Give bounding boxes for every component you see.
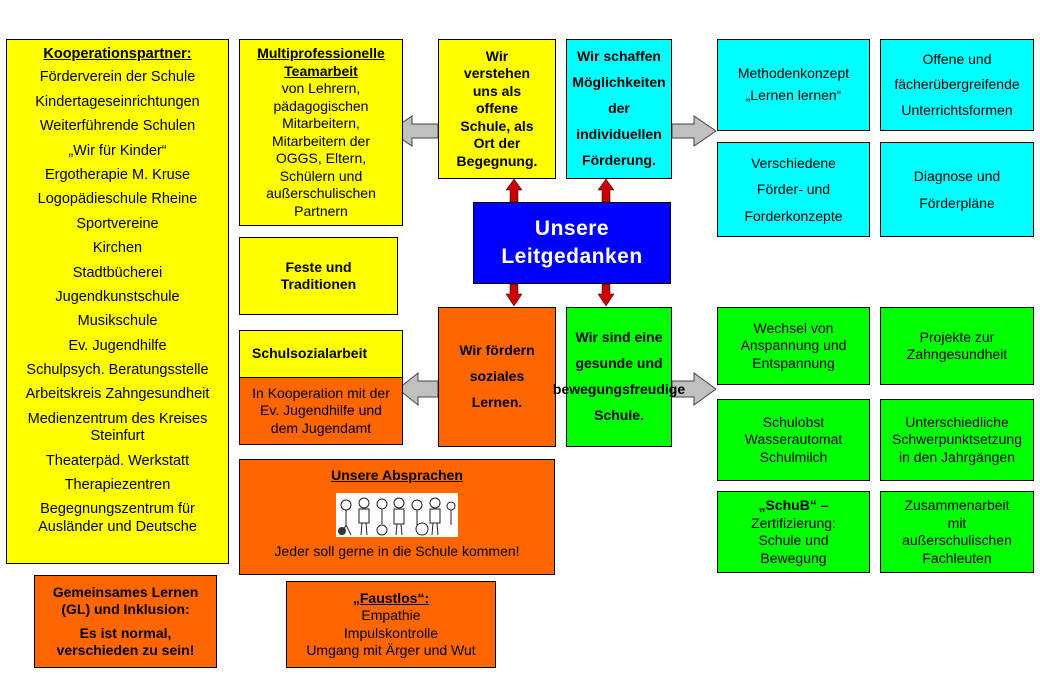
offen-unterricht-text: Offene und fächerübergreifende Unterrich… <box>894 51 1020 118</box>
team-title: Multiprofessionelle Teamarbeit <box>257 45 385 79</box>
schwerpunkt-box: Unterschiedliche Schwerpunktsetzung in d… <box>880 399 1034 481</box>
schub-title: „SchuB“ – <box>758 497 829 513</box>
faustlos-title: „Faustlos“: <box>352 589 430 606</box>
faustlos-box: „Faustlos“: Empathie Impulskontrolle Umg… <box>286 581 496 668</box>
feste-box: Feste und Traditionen <box>239 237 398 315</box>
konzepte-box: Verschiedene Förder- und Forderkonzepte <box>717 142 870 237</box>
konzepte-text: Verschiedene Förder- und Forderkonzepte <box>744 154 843 224</box>
diagnose-text: Diagnose und Förderpläne <box>913 167 1001 211</box>
arrow-to-methoden <box>671 115 717 147</box>
feste-text: Feste und Traditionen <box>280 258 357 293</box>
partner-item: Förderverein der Schule <box>39 69 196 86</box>
partner-item: Kirchen <box>92 240 143 257</box>
faustlos-line: Umgang mit Ärger und Wut <box>306 642 476 658</box>
schwerpunkt-text: Unterschiedliche Schwerpunktsetzung in d… <box>892 413 1022 465</box>
methoden-text: Methodenkonzept „Lernen lernen“ <box>737 65 850 103</box>
children-icon <box>338 497 456 535</box>
partner-item: Musikschule <box>77 313 158 330</box>
wechsel-box: Wechsel von Anspannung und Entspannung <box>717 307 870 385</box>
partner-item: Weiterführende Schulen <box>39 118 196 135</box>
arrow-red-up-left <box>505 178 523 203</box>
offene-schule-text: Wir verstehen uns als offene Schule, als… <box>456 47 538 169</box>
gl-line2: Es ist normal, verschieden zu sein! <box>56 624 195 659</box>
sozialarbeit-title: Schulsozialarbeit <box>252 345 368 362</box>
arrow-red-down-right <box>597 283 615 307</box>
gl-box: Gemeinsames Lernen (GL) und Inklusion: E… <box>34 575 217 668</box>
offen-unterricht-box: Offene und fächerübergreifende Unterrich… <box>880 39 1034 131</box>
center-box: Unsere Leitgedanken <box>473 202 671 284</box>
partner-item: Kindertageseinrichtungen <box>35 93 200 110</box>
zusammenarbeit-box: Zusammenarbeit mit außerschulischen Fach… <box>880 491 1034 573</box>
arrow-to-green <box>671 372 717 406</box>
sozialarbeit-title-box: Schulsozialarbeit <box>239 330 403 378</box>
foerderung-box: Wir schaffen Möglichkeiten der individue… <box>566 39 672 179</box>
projekte-box: Projekte zur Zahngesundheit <box>880 307 1034 385</box>
partner-item: Ev. Jugendhilfe <box>68 337 167 354</box>
diagnose-box: Diagnose und Förderpläne <box>880 142 1034 237</box>
center-title: Unsere Leitgedanken <box>501 216 643 268</box>
sozialarbeit-text-box: In Kooperation mit der Ev. Jugendhilfe u… <box>239 377 403 445</box>
arrow-red-down-left <box>505 283 523 307</box>
arrow-red-up-right <box>597 178 615 203</box>
offene-schule-box: Wir verstehen uns als offene Schule, als… <box>438 39 556 179</box>
projekte-text: Projekte zur Zahngesundheit <box>906 328 1008 363</box>
faustlos-line: Impulskontrolle <box>343 624 439 641</box>
soziales-lernen-box: Wir fördern soziales Lernen. <box>438 307 556 447</box>
absprachen-box: Unsere Absprachen Jeder soll gerne in di… <box>239 459 555 575</box>
schub-text: Zertifizierung: Schule und Bewegung <box>751 514 836 566</box>
partner-item: Sportvereine <box>76 215 159 232</box>
foerderung-text: Wir schaffen Möglichkeiten der individue… <box>572 48 666 168</box>
partner-item: „Wir für Kinder“ <box>68 142 167 159</box>
methoden-box: Methodenkonzept „Lernen lernen“ <box>717 39 870 131</box>
arrow-to-sozialarbeit <box>397 371 439 407</box>
zusammenarbeit-text: Zusammenarbeit mit außerschulischen Fach… <box>902 497 1012 566</box>
partner-item: Therapiezentren <box>64 477 171 494</box>
partners-box: Kooperationspartner: Förderverein der Sc… <box>6 39 229 564</box>
gl-line1: Gemeinsames Lernen (GL) und Inklusion: <box>52 583 199 618</box>
soziales-lernen-text: Wir fördern soziales Lernen. <box>459 342 535 410</box>
sozialarbeit-text: In Kooperation mit der Ev. Jugendhilfe u… <box>252 384 390 436</box>
partners-title: Kooperationspartner: <box>43 46 192 62</box>
partner-item: Schulpsych. Beratungsstelle <box>26 362 209 379</box>
partner-item: Theaterpäd. Werkstatt <box>45 452 190 469</box>
children-drawing <box>336 492 458 537</box>
wechsel-text: Wechsel von Anspannung und Entspannung <box>740 319 847 371</box>
team-text: von Lehrern, pädagogischen Mitarbeitern,… <box>266 80 376 219</box>
partner-item: Logopädieschule Rheine <box>37 191 198 208</box>
schulobst-box: Schulobst Wasserautomat Schulmilch <box>717 399 870 481</box>
partner-item: Jugendkunstschule <box>55 288 180 305</box>
gesund-box: Wir sind eine gesunde und bewegungsfreud… <box>553 307 685 447</box>
schulobst-text: Schulobst Wasserautomat Schulmilch <box>744 413 843 465</box>
partner-item: Medienzentrum des Kreises Steinfurt <box>27 410 208 445</box>
schub-box: „SchuB“ – Zertifizierung: Schule und Bew… <box>717 491 870 573</box>
gesund-text: Wir sind eine gesunde und bewegungsfreud… <box>552 329 686 423</box>
faustlos-line: Empathie <box>361 607 421 623</box>
partner-item: Stadtbücherei <box>72 264 163 281</box>
absprachen-text: Jeder soll gerne in die Schule kommen! <box>274 542 520 559</box>
partner-item: Ergotherapie M. Kruse <box>44 166 191 183</box>
team-box: Multiprofessionelle Teamarbeit von Lehre… <box>239 39 403 226</box>
partner-item: Arbeitskreis Zahngesundheit <box>25 386 210 403</box>
absprachen-title: Unsere Absprachen <box>331 467 463 483</box>
partner-item: Begegnungszentrum für Ausländer und Deut… <box>38 501 197 535</box>
